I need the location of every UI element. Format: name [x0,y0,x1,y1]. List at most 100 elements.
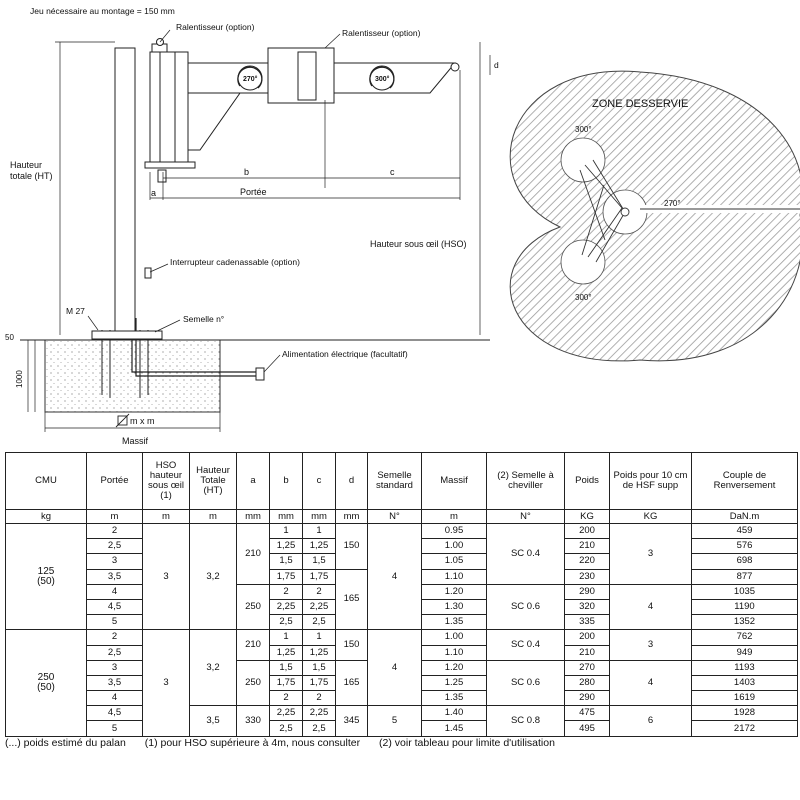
column [114,47,136,332]
served-zone-view [509,70,800,362]
massif-cell: 1.20 [421,583,487,600]
reach-cell: 5 [86,614,143,631]
reach-cell: 4,5 [86,705,143,722]
torque-cell: 459 [691,522,798,540]
footnote-hoist-weight: (...) poids estimé du palan [5,737,126,749]
d-cell: 150 [335,523,368,570]
table-row: 5 2,5 2,5 1.45 495 2172 [6,720,798,737]
header-massif: Massif [421,452,487,510]
height-total-label-1: Hauteur [10,160,42,170]
reach-cell: 5 [86,720,143,737]
unit-cell: m [421,509,487,524]
table-row: 3,5 1,75 1,75 165 1.10 230 877 [6,568,798,631]
torque-cell: 1193 [691,659,798,676]
weight-cell: 210 [564,538,610,555]
d-cell: 165 [335,659,368,707]
torque-cell: 1352 [691,614,798,631]
dim-1000-label: 1000 [15,370,24,388]
unit-cell: mm [335,509,368,524]
massif-cell: 1.00 [421,538,487,555]
weight-cell: 320 [564,598,610,616]
table-row: 4,5 3,5 330 2,25 2,25 345 5 1.40 SC 0.8 … [6,705,798,737]
unit-cell: m [86,509,143,524]
massif-cell: 0.95 [421,522,487,540]
header-semelle: Semelle standard [367,452,422,510]
served-zone-title: ZONE DESSERVIE [592,98,688,110]
unit-cell: mm [269,509,303,524]
table-row: 4,5 2,25 2,25 1.30 320 1190 [6,598,798,616]
reach-cell: 4 [86,690,143,707]
slowdown-label-2: Ralentisseur (option) [342,28,421,38]
torque-cell: 2172 [691,720,798,737]
table-header-row: CMU Portée HSO hauteur sous œil (1) Haut… [5,452,798,510]
torque-cell: 698 [691,553,798,570]
semelle-cell: 4 [367,629,422,707]
sole-label: Semelle n° [183,314,224,324]
massif-cell: 1.00 [421,629,487,646]
m27-label: M 27 [66,306,85,316]
weight-cell: 290 [564,583,610,600]
torque-cell: 1403 [691,674,798,692]
massif-cell: 1.10 [421,568,487,585]
a-cell: 210 [236,629,270,661]
specification-table: CMU Portée HSO hauteur sous œil (1) Haut… [5,452,798,737]
zone-angle-mid: 270° [664,199,681,208]
table-row: 2,5 1,25 1,25 1.10 210 949 [6,644,798,661]
weight-cell: 335 [564,614,610,631]
c-cell: 2 [302,583,336,600]
b-cell: 1,75 [269,674,303,692]
unit-cell: mm [302,509,336,524]
unit-cell: mm [236,509,270,524]
cmu-cell: 250 (50) [5,629,87,737]
footnote-hso: (1) pour HSO supérieure à 4m, nous consu… [144,737,361,749]
cmu-cell: 125 (50) [5,522,87,631]
table-row: 125 (50) 2 3 3,2 210 1 1 150 4 0.95 SC 0… [5,522,798,631]
ht-cell: 3,5 [189,705,237,737]
header-ht: Hauteur Totale (HT) [189,452,237,510]
torque-cell: 762 [691,629,798,646]
b-cell: 1,5 [269,553,303,570]
b-cell: 2 [269,583,303,600]
weight-cell: 220 [564,553,610,570]
mount-space-label: Jeu nécessaire au montage = 150 mm [30,6,175,16]
dim-a-label: a [151,188,156,198]
zone-angle-top: 300° [575,125,592,134]
footnotes: (...) poids estimé du palan (1) pour HSO… [5,737,571,749]
b-cell: 2,25 [269,598,303,616]
weight-supp-cell: 4 [609,659,692,707]
reach-cell: 3 [86,553,143,570]
cheviller-cell: SC 0.4 [486,629,565,661]
massif-cell: 1.30 [421,598,487,616]
unit-cell: N° [367,509,422,524]
unit-cell: N° [486,509,565,524]
reach-cell: 3,5 [86,568,143,585]
header-weight-supp: Poids pour 10 cm de HSF supp [609,452,692,510]
table-row: 250 (50) 2 3 3,2 210 1 1 150 4 1.00 SC 0… [5,629,798,737]
weight-cell: 270 [564,659,610,676]
torque-cell: 1619 [691,690,798,707]
header-a: a [236,452,270,510]
b-cell: 1 [269,629,303,646]
weight-cell: 200 [564,629,610,646]
unit-cell: m [189,509,237,524]
power-label: Alimentation électrique (facultatif) [282,349,408,359]
massif-cell: 1.35 [421,690,487,707]
ht-cell: 3,2 [189,522,237,631]
hso-cell: 3 [142,522,190,631]
c-cell: 2,25 [302,705,336,722]
reach-cell: 3,5 [86,674,143,692]
torque-cell: 877 [691,568,798,585]
cheviller-cell: SC 0.4 [486,523,565,585]
reach-label: Portée [240,187,267,197]
header-reach: Portée [86,452,143,510]
weight-cell: 230 [564,568,610,585]
weight-cell: 495 [564,720,610,737]
massif-cell: 1.35 [421,614,487,631]
weight-supp-cell: 4 [609,583,692,631]
dim-d-label: d [494,60,499,70]
ht-cell: 3,2 [189,629,237,707]
c-cell: 1,25 [302,538,336,555]
header-hso: HSO hauteur sous œil (1) [142,452,190,510]
torque-cell: 1928 [691,705,798,722]
reach-cell: 3 [86,659,143,676]
